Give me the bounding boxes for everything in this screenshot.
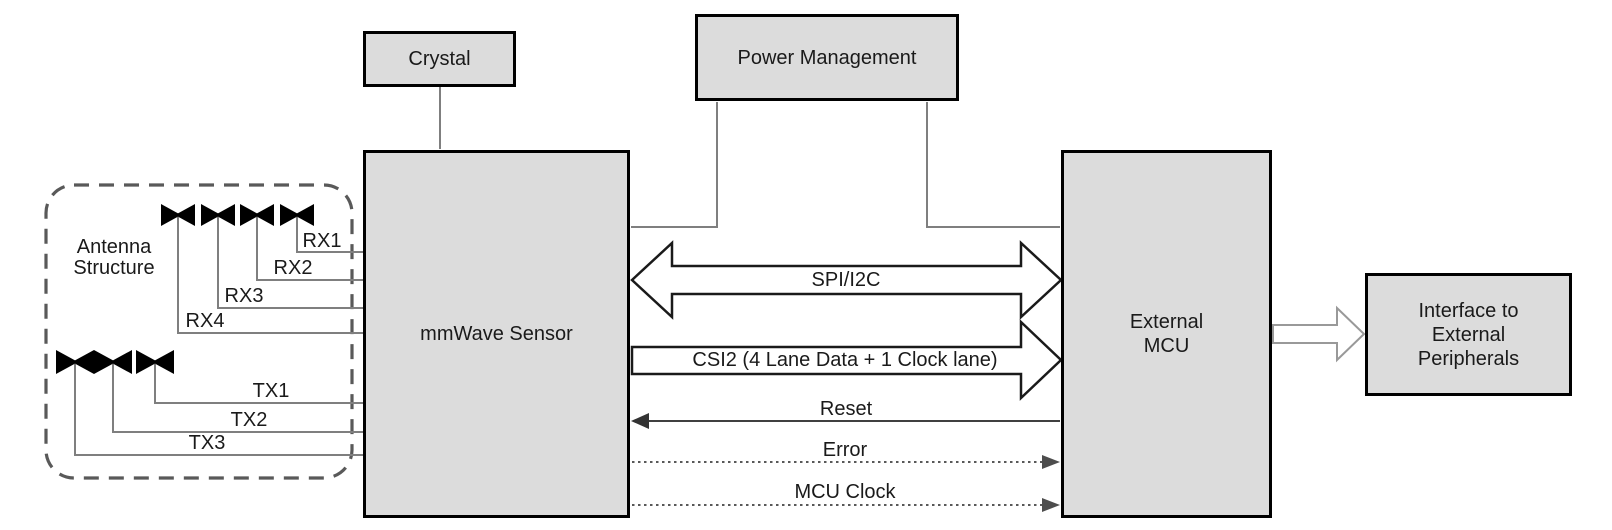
antenna-caption-line1: Antenna	[76, 236, 152, 258]
rx-antenna-icon-1	[280, 204, 314, 226]
tx-antenna-icon-2	[94, 350, 132, 374]
mcu-clock-arrowhead-icon	[1042, 498, 1060, 512]
antenna-structure-caption: Antenna Structure	[73, 237, 154, 279]
rx-antenna-icon-3	[201, 204, 235, 226]
rx4-feed-line	[177, 217, 363, 334]
rx3-feed-line	[217, 217, 363, 309]
power-to-mcu-connector	[926, 102, 1060, 228]
rx4-label: RX4	[185, 310, 225, 332]
antenna-structure-dashed-outline	[44, 183, 354, 480]
csi2-arrow	[630, 319, 1063, 401]
csi2-label: CSI2 (4 Lane Data + 1 Clock lane)	[692, 349, 998, 371]
error-label: Error	[822, 439, 868, 461]
interface-label-line3: Peripherals	[1417, 347, 1520, 370]
rx1-label: RX1	[302, 230, 342, 252]
power-to-sensor-connector	[631, 102, 718, 228]
external-mcu-label-line1: External	[1129, 311, 1204, 333]
tx1-feed-line	[154, 364, 363, 404]
rx2-label: RX2	[273, 257, 313, 279]
interface-label-line1: Interface to	[1418, 299, 1519, 322]
rx3-label: RX3	[224, 285, 264, 307]
interface-peripherals-block: Interface to External Peripherals	[1365, 273, 1572, 396]
tx2-feed-line	[112, 364, 363, 433]
crystal-block: Crystal	[363, 31, 516, 87]
rx-antenna-icon-2	[240, 204, 274, 226]
tx-antenna-icon-1	[136, 350, 174, 374]
reset-label: Reset	[819, 398, 873, 420]
rx2-feed-line	[256, 217, 363, 281]
rx-antenna-icon-4	[161, 204, 195, 226]
external-mcu-block: External MCU	[1061, 150, 1272, 518]
tx3-label: TX3	[188, 432, 226, 454]
error-arrowhead-icon	[1042, 455, 1060, 469]
tx2-label: TX2	[230, 409, 268, 431]
rx1-feed-line	[296, 217, 363, 253]
tx3-feed-line	[74, 364, 363, 456]
spi-i2c-label: SPI/I2C	[805, 269, 887, 291]
tx1-label: TX1	[252, 380, 290, 402]
power-management-block: Power Management	[695, 14, 959, 101]
antenna-caption-line2: Structure	[73, 257, 155, 279]
power-management-label: Power Management	[737, 46, 917, 69]
mcu-to-peripherals-arrow	[1272, 305, 1366, 363]
mcu-clock-label: MCU Clock	[794, 481, 896, 503]
external-mcu-label-line2: MCU	[1143, 335, 1190, 357]
tx-antenna-icon-3	[56, 350, 94, 374]
reset-arrowhead-icon	[631, 413, 649, 429]
crystal-label: Crystal	[408, 48, 471, 70]
interface-label-line2: External	[1431, 323, 1506, 346]
mmwave-sensor-label: mmWave Sensor	[420, 323, 573, 345]
mmwave-sensor-block: mmWave Sensor	[363, 150, 630, 518]
